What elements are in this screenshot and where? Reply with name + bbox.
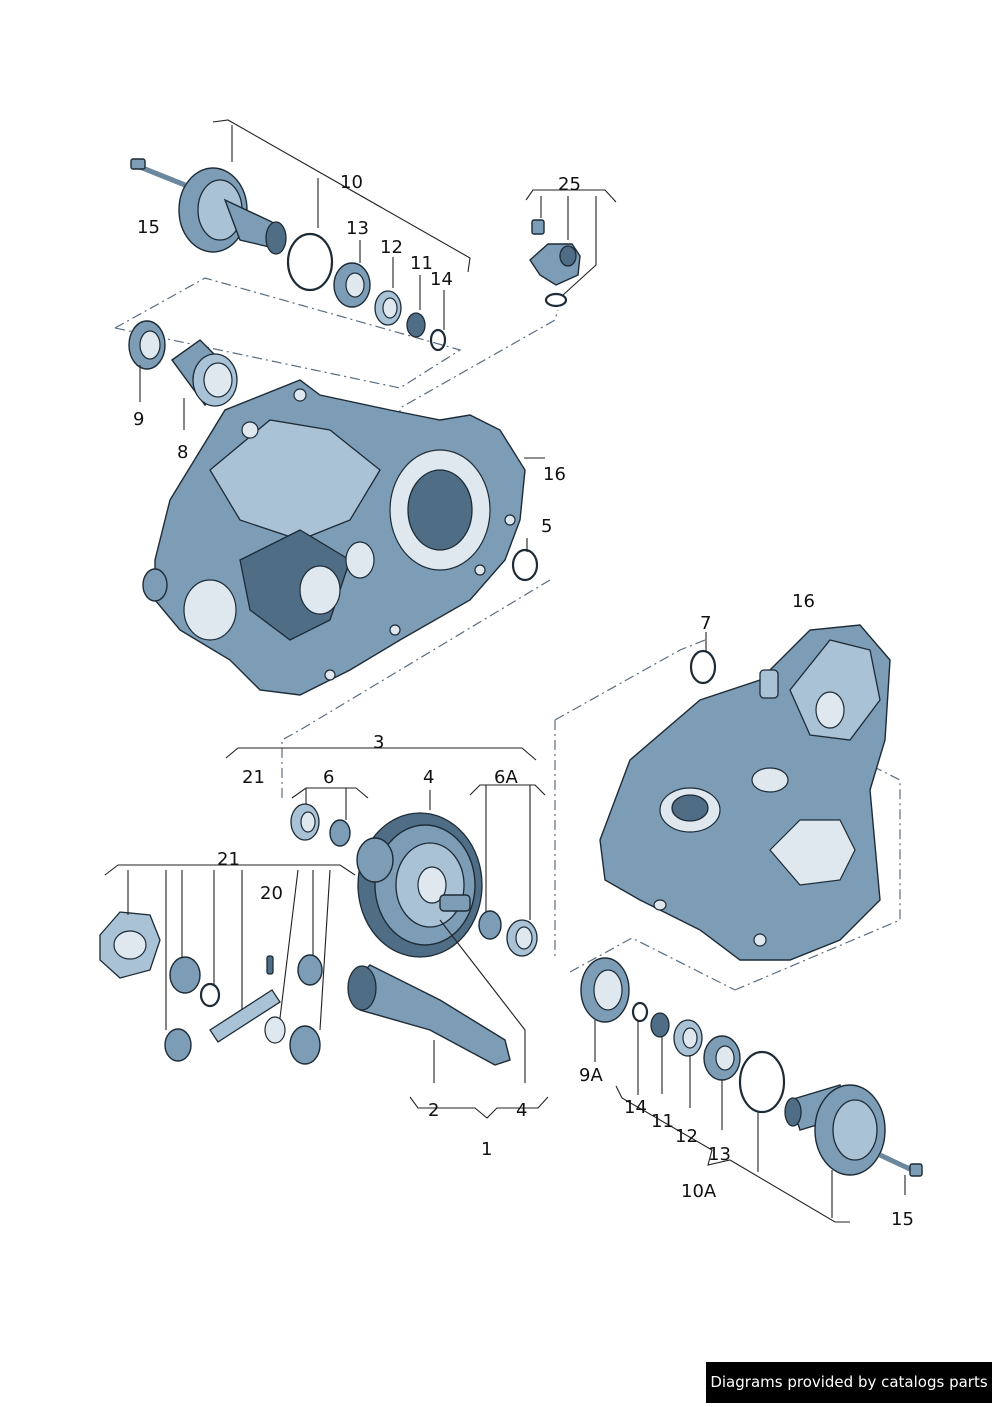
callout-12-upper: 12 [380, 237, 403, 258]
differential-bearings-6A [478, 910, 538, 957]
callout-21-top: 21 [242, 767, 265, 788]
callout-20: 20 [260, 883, 283, 904]
assembly-lines [113, 277, 901, 991]
callout-16-right-housing: 16 [792, 591, 815, 612]
callout-3: 3 [373, 732, 384, 753]
lower-bearing-set [580, 957, 786, 1114]
o-ring-7 [689, 649, 717, 685]
seal-and-sleeve [128, 320, 238, 407]
callout-11-upper: 11 [410, 253, 433, 274]
callout-8: 8 [177, 442, 188, 463]
callout-7: 7 [700, 613, 711, 634]
callout-13-upper: 13 [346, 218, 369, 239]
callout-labels: 15 10 13 12 11 14 25 9 8 16 5 7 16 3 21 … [133, 172, 914, 1230]
callout-4-bottom: 4 [516, 1100, 527, 1121]
o-ring-5 [511, 548, 539, 582]
callout-16-left-housing: 16 [543, 464, 566, 485]
callout-9: 9 [133, 409, 144, 430]
callout-9A: 9A [579, 1065, 603, 1086]
upper-bearing-set [286, 232, 447, 352]
callout-11-lower: 11 [651, 1111, 674, 1132]
flange-shaft-lower [784, 1084, 923, 1177]
transmission-housing-right [599, 624, 891, 961]
callout-6: 6 [323, 767, 334, 788]
transmission-housing-left [142, 379, 526, 696]
leader-lines [104, 119, 906, 1223]
callout-2: 2 [428, 1100, 439, 1121]
crown-wheel [356, 812, 483, 958]
callout-21-internals: 21 [217, 849, 240, 870]
pinion-shaft-2 [347, 964, 511, 1066]
differential-internals [99, 911, 323, 1065]
callout-12-lower: 12 [675, 1126, 698, 1147]
callout-25: 25 [558, 174, 581, 195]
differential-bearings-6 [290, 803, 351, 847]
callout-10: 10 [340, 172, 363, 193]
callout-10A: 10A [681, 1181, 717, 1202]
callout-14-lower: 14 [624, 1097, 647, 1118]
callout-4-gear: 4 [423, 767, 434, 788]
callout-6A: 6A [494, 767, 518, 788]
speed-sensor [529, 219, 581, 308]
callout-1: 1 [481, 1139, 492, 1160]
callout-5: 5 [541, 516, 552, 537]
credit-banner: Diagrams provided by catalogs parts [706, 1362, 992, 1403]
callout-15-upper: 15 [137, 217, 160, 238]
flange-shaft-upper [130, 158, 287, 255]
callout-13-lower: 13 [708, 1144, 731, 1165]
callout-14-upper: 14 [430, 269, 453, 290]
callout-15-lower: 15 [891, 1209, 914, 1230]
